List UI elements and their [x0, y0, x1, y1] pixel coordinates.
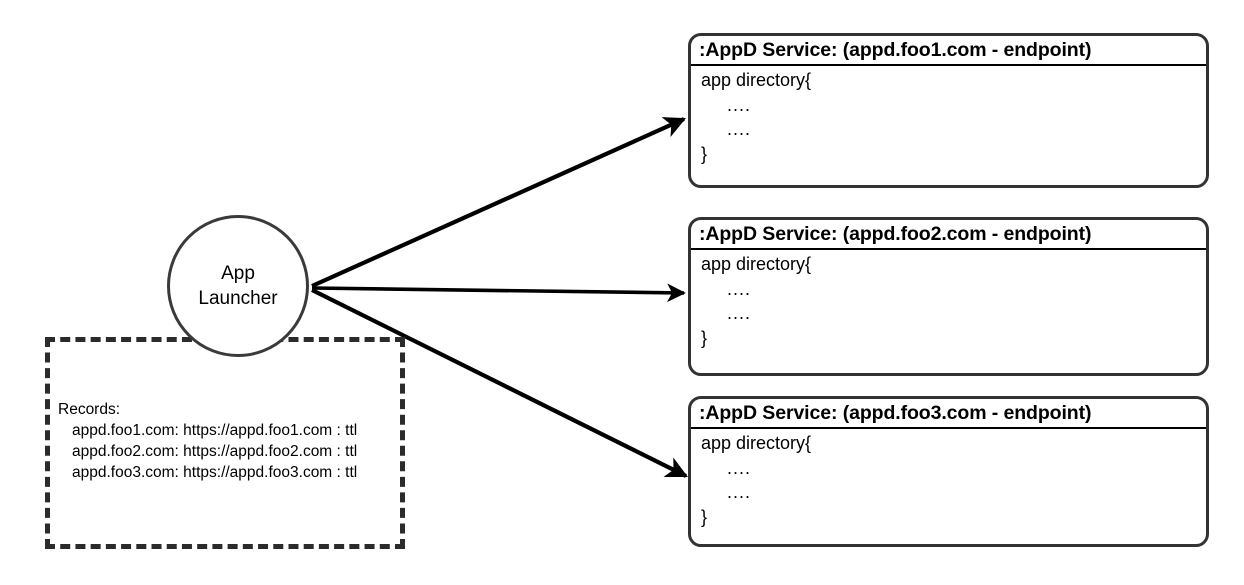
service-box-appd-foo2[interactable]: :AppD Service: (appd.foo2.com - endpoint… — [688, 217, 1209, 376]
records-container: Records: appd.foo1.com: https://appd.foo… — [45, 337, 405, 549]
records-heading: Records: — [58, 401, 121, 418]
records-content: Records: appd.foo1.com: https://appd.foo… — [58, 400, 403, 483]
service-code-dots: .... — [727, 94, 752, 115]
service-code-close: } — [701, 506, 708, 527]
service-code-open: app directory{ — [701, 433, 812, 453]
service-body: app directory{ .... .... } — [691, 429, 1206, 529]
service-box-appd-foo3[interactable]: :AppD Service: (appd.foo3.com - endpoint… — [688, 396, 1209, 547]
service-body: app directory{ .... .... } — [691, 66, 1206, 166]
records-list: appd.foo1.com: https://appd.foo1.com : t… — [58, 420, 403, 483]
service-code-dots: .... — [727, 278, 752, 299]
service-body: app directory{ .... .... } — [691, 250, 1206, 350]
edge-launcher-to-service-1 — [311, 117, 686, 288]
record-entry: appd.foo3.com: https://appd.foo3.com : t… — [72, 464, 358, 481]
edge-launcher-to-service-2 — [311, 283, 686, 303]
app-launcher-label-line1: App — [221, 263, 255, 284]
record-entry: appd.foo1.com: https://appd.foo1.com : t… — [72, 422, 358, 439]
service-title: :AppD Service: (appd.foo2.com - endpoint… — [691, 220, 1206, 250]
service-code-close: } — [701, 327, 708, 348]
service-code-dots: .... — [727, 457, 752, 478]
service-code-dots: .... — [727, 303, 752, 323]
record-entry: appd.foo2.com: https://appd.foo2.com : t… — [72, 443, 358, 460]
service-code-open: app directory{ — [701, 254, 812, 274]
app-launcher-label-line2: Launcher — [198, 288, 278, 309]
service-code-close: } — [701, 143, 708, 164]
service-title: :AppD Service: (appd.foo1.com - endpoint… — [691, 36, 1206, 66]
service-code-dots: .... — [727, 482, 752, 502]
service-box-appd-foo1[interactable]: :AppD Service: (appd.foo1.com - endpoint… — [688, 33, 1209, 188]
service-code-open: app directory{ — [701, 70, 812, 90]
app-launcher-node[interactable]: App Launcher — [167, 215, 309, 357]
service-title: :AppD Service: (appd.foo3.com - endpoint… — [691, 399, 1206, 429]
service-code-dots: .... — [727, 119, 752, 139]
